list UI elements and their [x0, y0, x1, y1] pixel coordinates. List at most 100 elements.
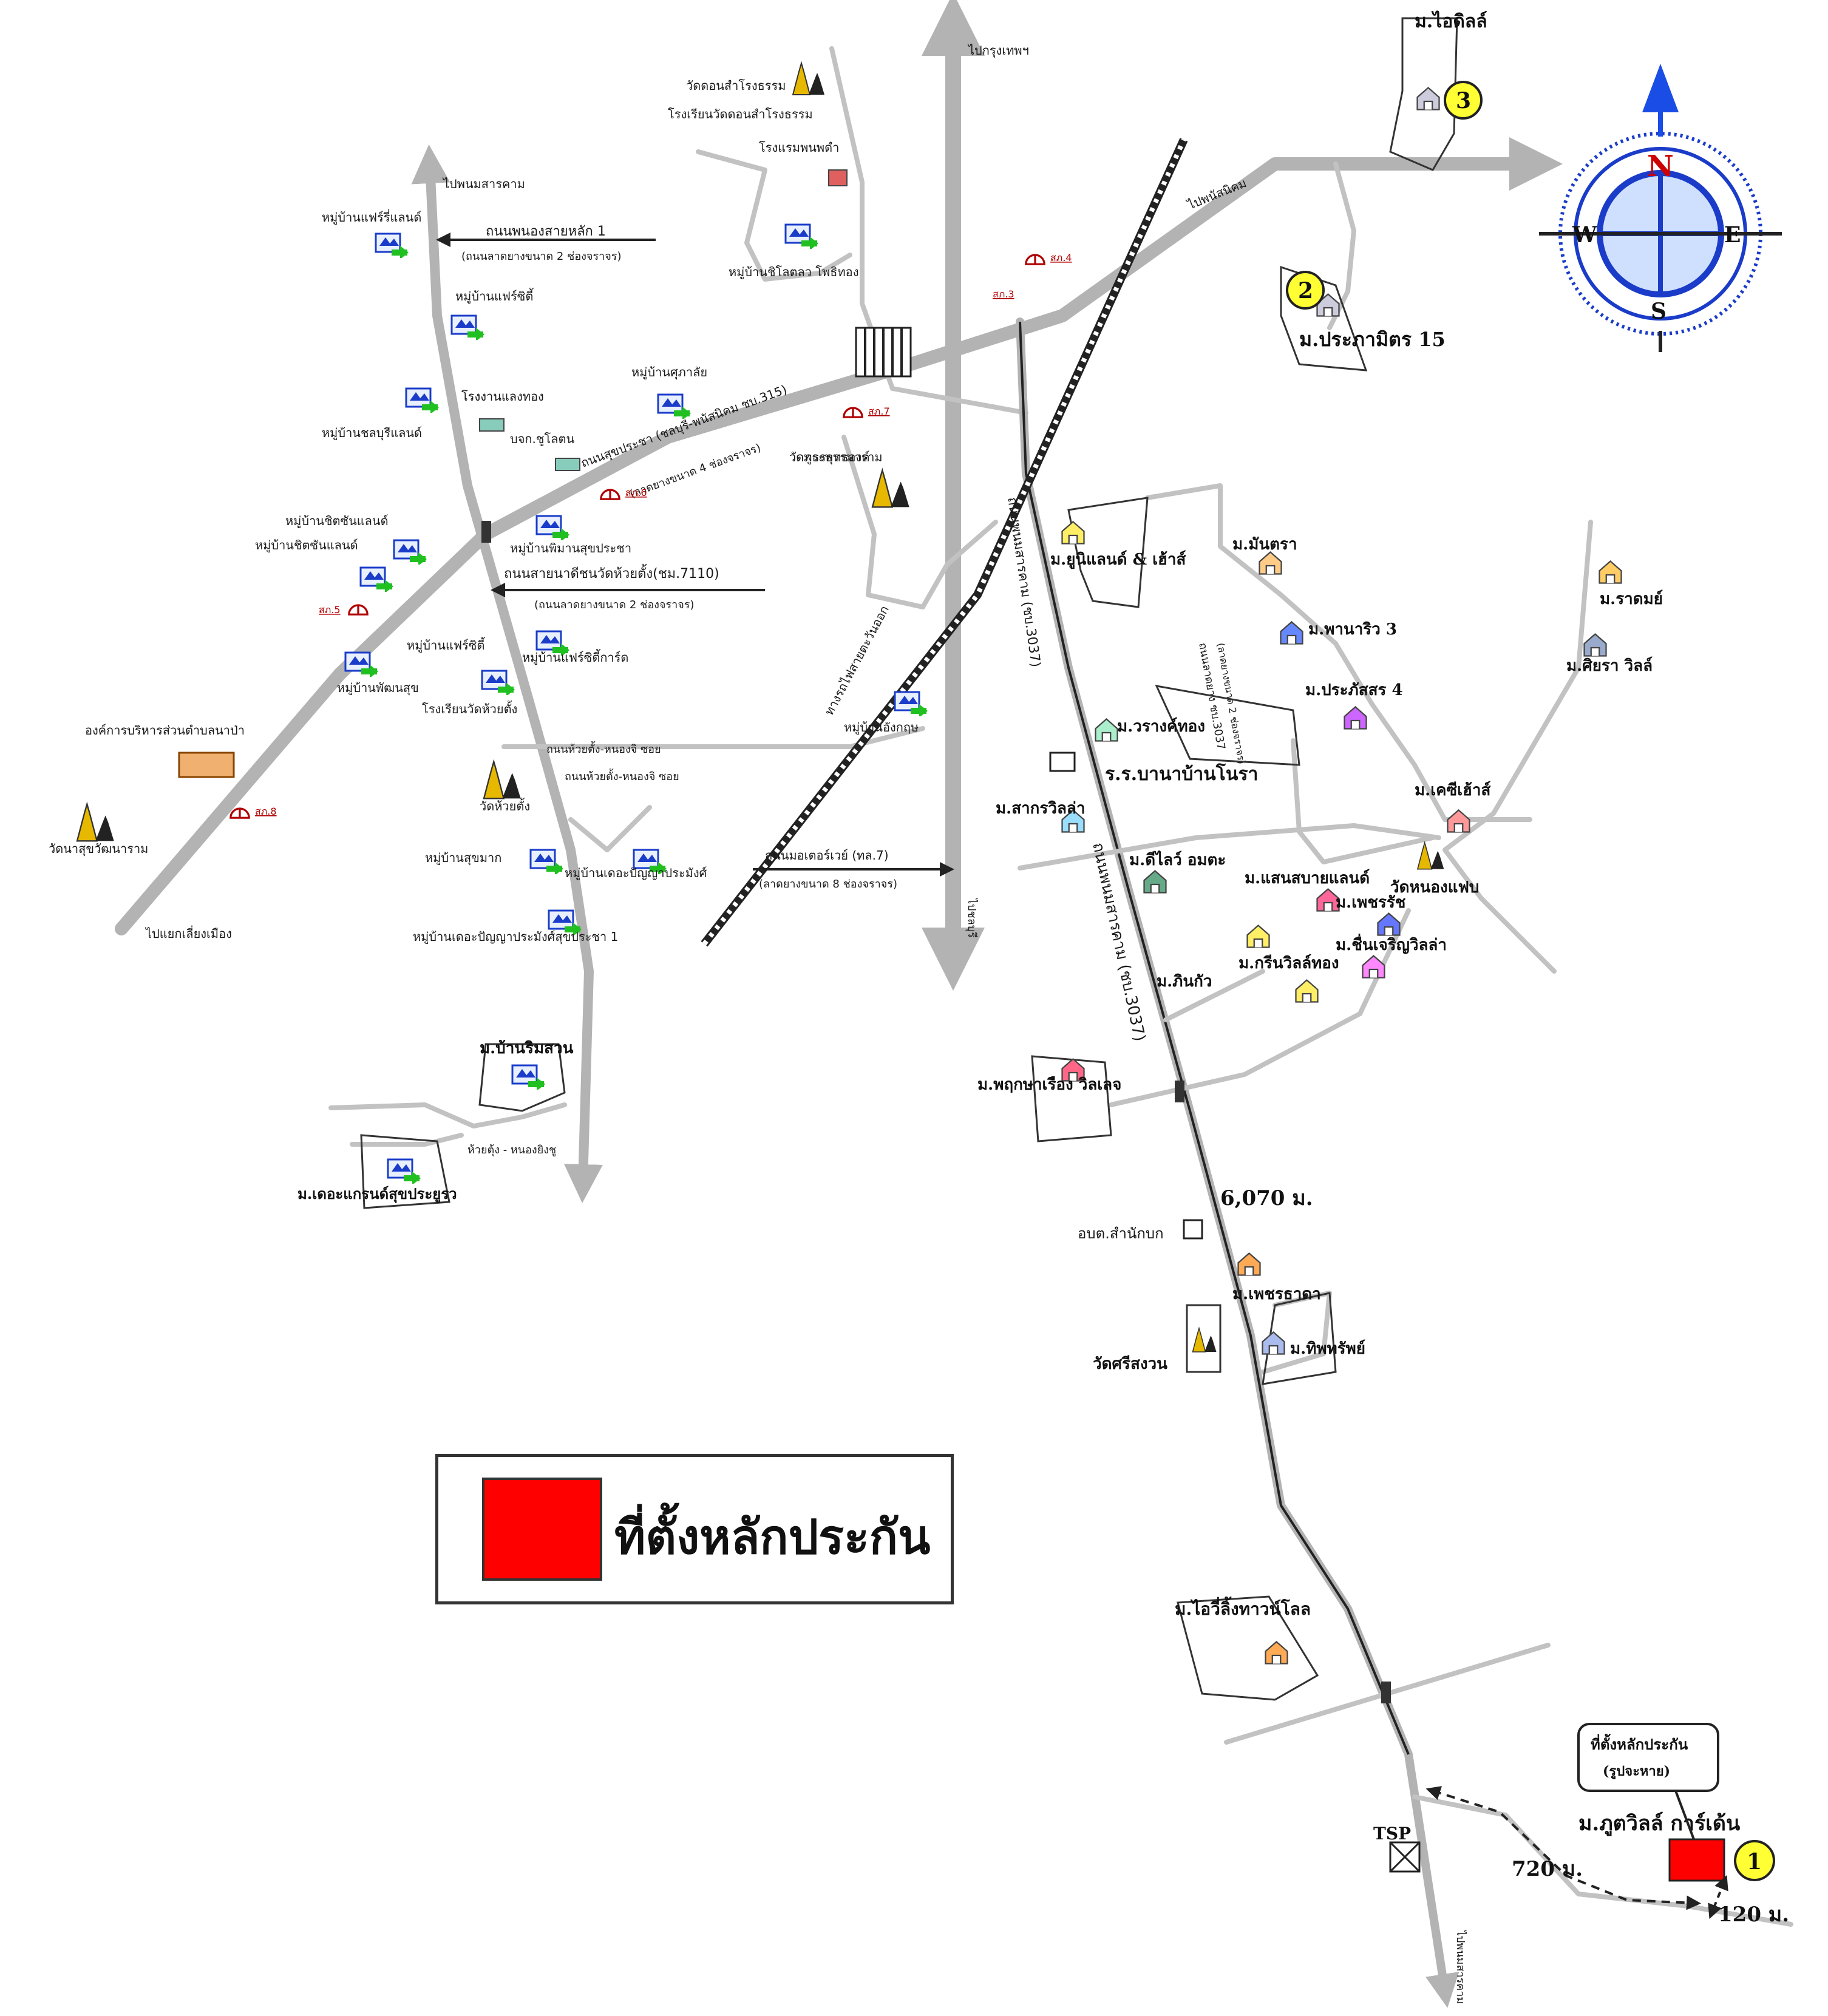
house-icon: [1246, 925, 1270, 948]
compass-w: W: [1572, 222, 1597, 248]
place-label: ม.ภินกัว: [1157, 972, 1212, 991]
factory-icon: [828, 169, 848, 186]
marker-3: [1444, 81, 1483, 120]
place-label: ม.มันตรา: [1232, 535, 1297, 554]
place-label: หมู่บ้านชลบุรีแลนด์: [322, 426, 422, 441]
place-label: หมู่บ้านแฟร์ซิตี้: [407, 637, 486, 653]
house-icon: [1061, 521, 1085, 545]
temple-icon: [483, 761, 522, 799]
sao-building-icon: [1183, 1219, 1203, 1240]
place-label: หมู่บ้านเดอะปัญญาประมังศ์: [565, 866, 707, 881]
east-loop-north: [1145, 483, 1532, 822]
place-label: ม.พานาริว 3: [1308, 620, 1397, 639]
place-label: ม.ดีไลว์ อมตะ: [1129, 850, 1226, 869]
village-icon: [784, 223, 820, 249]
village-icon: [535, 515, 571, 540]
police-label: สภ.3: [993, 288, 1014, 300]
house-icon: [1599, 560, 1622, 584]
house-icon: [1095, 718, 1118, 742]
collateral-lot: ที่ตั้งหลักประกัน (รูปจะหาย) 720 ม. 120 …: [1220, 1186, 1789, 1927]
place-label: ม.ไอวี่ลิ้งทาวน์โลล: [1175, 1596, 1311, 1619]
direction-to-bkk: ไปกรุงเทพฯ: [967, 43, 1029, 58]
temple-icon: [871, 469, 910, 508]
east-road-far: [1442, 520, 1593, 974]
road-mid-branch: [841, 435, 950, 609]
compass-rose: N S E W: [1539, 64, 1782, 352]
village-icon: [657, 393, 692, 419]
village-icon: [481, 670, 516, 695]
house-icon: [1416, 87, 1440, 110]
road-label-6: ถนนมอเตอร์เวย์ (ทล.7): [765, 848, 889, 863]
place-label: ม.กรีนวิลล์ทอง: [1238, 954, 1339, 972]
house-icon: [1262, 1331, 1285, 1355]
place-label: วัดศรีสงวน: [1093, 1355, 1167, 1373]
place-label: วัดหนองแฟบ: [1390, 878, 1479, 897]
village-icon: [894, 691, 929, 716]
marker-1-label: ม.ภูตวิลล์ การ์เด้น: [1578, 1811, 1740, 1836]
marker-3-label: ม.ไอดิลล์: [1415, 10, 1487, 32]
place-label: หมู่บ้านชิตซันแลนด์: [285, 514, 389, 529]
road-label-6-sub: (ลาดยางขนาด 8 ช่องจราจร): [759, 878, 897, 891]
road-huai-tung: [501, 726, 925, 749]
road-top-left-branch: [829, 46, 1028, 415]
temple-icons: [76, 63, 1445, 1373]
place-label: โรงงานแลงทอง: [461, 389, 544, 404]
distance-side2: 120 ม.: [1718, 1902, 1789, 1927]
village-icon: [529, 849, 565, 874]
place-label: หมู่บ้านสุขมาก: [425, 850, 501, 866]
place-label: องค์การบริหารส่วนตำบลนาป่า: [85, 723, 245, 738]
place-label: ม.บ้านริมสวน: [480, 1039, 574, 1057]
direction-to-chonburi: ไปชลบุรี: [965, 897, 979, 938]
collateral-square: [1668, 1838, 1725, 1882]
east-loop-south: [1291, 738, 1435, 864]
place-label: ม.ชื่นเจริญวิลล่า: [1336, 933, 1447, 954]
road-label-1-sub: (ถนนลาดยางขนาด 2 ช่องจราจร): [461, 250, 621, 263]
house-icon: [1280, 621, 1303, 645]
road-label-2-sub: (ถนนลาดยางขนาด 2 ช่องจราจร): [534, 599, 694, 611]
village-icon: [511, 1064, 546, 1090]
tsp-label: TSP: [1373, 1824, 1411, 1844]
road-label-2: ถนนสายนาดีชนวัดห้วยตั้ง(ชม.7110): [504, 564, 719, 582]
left-vertical-road: [411, 144, 603, 1203]
road-label-8: ถนนห้วยตั้ง-หนองจิ ซอย: [565, 769, 679, 783]
place-label: โรงแรมพนพดำ: [759, 140, 839, 155]
place-label: หมู่บ้านแฟร์ซิตี้การ์ด: [522, 649, 628, 665]
place-label: หมู่บ้านชิโลตลว โพธิทอง: [729, 265, 858, 280]
legend-label: ที่ตั้งหลักประกัน: [614, 1510, 931, 1565]
house-icon: [1344, 706, 1367, 730]
house-icon: [1362, 955, 1385, 979]
village-icon: [405, 387, 440, 413]
place-label: ม.ทิพทรัพย์: [1290, 1339, 1365, 1358]
place-label: ม.แสนสบายแลนด์: [1245, 869, 1370, 888]
place-label: ม.ศิยรา วิลล์: [1566, 656, 1653, 675]
temple-icon: [1417, 842, 1445, 870]
marker-2-label: ม.ประภามิตร 15: [1299, 328, 1446, 351]
place-label: วัดดอนสำโรงธรรม: [686, 78, 786, 93]
village-icon: [375, 232, 410, 258]
place-label: หมู่บ้านพิมานสุขประชา: [510, 541, 631, 556]
temple-icon: [792, 63, 825, 95]
place-label: ม.พฤกษาเรือง วิลเลจ: [977, 1076, 1121, 1094]
distance-side1: 720 ม.: [1512, 1857, 1583, 1881]
village-icon: [359, 566, 395, 592]
police-icon: [1025, 254, 1045, 265]
road-south-soi: [568, 805, 652, 852]
place-label: ม.สากรวิลล่า: [996, 799, 1085, 818]
place-label: ม.ยูนิแลนด์ & เฮ้าส์: [1050, 550, 1186, 569]
road-bottom-left: [328, 1102, 567, 1128]
place-label: ม.เคซีเฮ้าส์: [1415, 781, 1490, 799]
collateral-callout-line1: ที่ตั้งหลักประกัน: [1591, 1733, 1688, 1753]
compass-n: N: [1647, 149, 1674, 183]
direction-to-bottom: ไปพนมสารคาม: [1454, 1929, 1467, 2004]
roads: [115, 0, 1793, 2008]
police-icon: [600, 489, 620, 500]
place-label: ร.ร.บานาบ้านโนรา: [1105, 762, 1258, 785]
house-icon: [1295, 979, 1319, 1003]
road-label-3: ถนนสุขประชา (ชลบุรี-พนัสนิคม ชบ.315): [579, 382, 789, 470]
rail-crossing-icon: [855, 327, 912, 378]
village-icon: [344, 651, 379, 677]
road-top-curve: [696, 149, 852, 282]
marker-1: [1734, 1840, 1775, 1881]
police-icons: สภ.4 สภ.3 สภ.7 สภ.6 สภ.5 สภ.8 TSP: [178, 169, 1421, 1873]
